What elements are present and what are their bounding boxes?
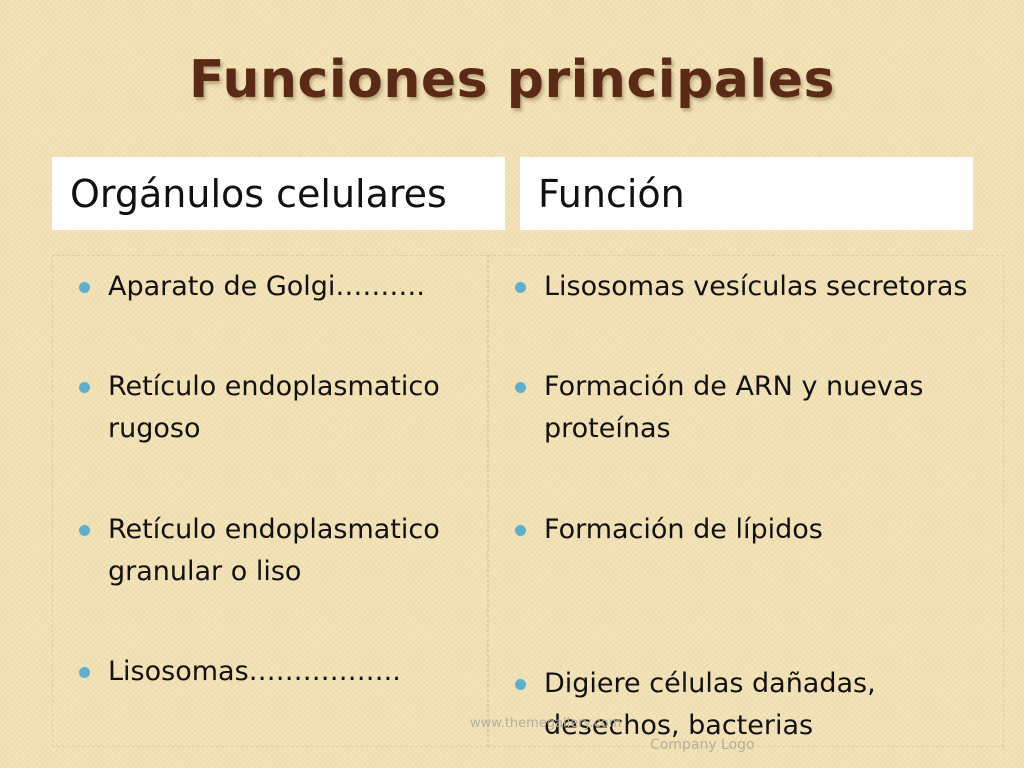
list-item: Retículo endoplasmatico rugoso: [53, 366, 473, 450]
bullet-icon: [79, 667, 90, 678]
column-header-organelles: Orgánulos celulares: [52, 157, 505, 230]
list-item: Formación de ARN y nuevas proteínas: [489, 366, 989, 450]
list-item-text: Retículo endoplasmatico rugoso: [108, 371, 440, 444]
column-header-function: Función: [520, 157, 973, 230]
footer-company-logo: Company Logo: [650, 737, 755, 753]
bullet-icon: [515, 679, 526, 690]
footer-url: www.themegallery.com: [470, 716, 622, 731]
list-item-text: Digiere células dañadas, desechos, bacte…: [544, 668, 876, 741]
list-item-text: Lisosomas……………..: [108, 656, 401, 687]
column-header-function-label: Función: [538, 171, 685, 216]
list-item-text: Aparato de Golgi……….: [108, 271, 425, 302]
bullet-icon: [79, 382, 90, 393]
bullet-icon: [515, 525, 526, 536]
list-item: Lisosomas vesículas secretoras: [489, 266, 989, 308]
slide-title: Funciones principales: [189, 50, 835, 110]
list-item-text: Formación de lípidos: [544, 514, 823, 545]
bullet-icon: [79, 525, 90, 536]
list-item-text: Lisosomas vesículas secretoras: [544, 271, 968, 302]
organelles-list: Aparato de Golgi………. Retículo endoplasma…: [52, 255, 488, 747]
list-item: Formación de lípidos: [489, 509, 989, 551]
list-item-text: Formación de ARN y nuevas proteínas: [544, 371, 924, 444]
list-item-text: Retículo endoplasmatico granular o liso: [108, 514, 440, 587]
functions-list: Lisosomas vesículas secretoras Formación…: [488, 255, 1004, 747]
list-item: Lisosomas……………..: [53, 651, 473, 693]
bullet-icon: [515, 282, 526, 293]
bullet-icon: [515, 382, 526, 393]
list-item: Retículo endoplasmatico granular o liso: [53, 509, 473, 593]
bullet-icon: [79, 282, 90, 293]
list-item: Aparato de Golgi……….: [53, 266, 473, 308]
list-item: Digiere células dañadas, desechos, bacte…: [489, 663, 989, 747]
column-header-organelles-label: Orgánulos celulares: [70, 171, 447, 216]
